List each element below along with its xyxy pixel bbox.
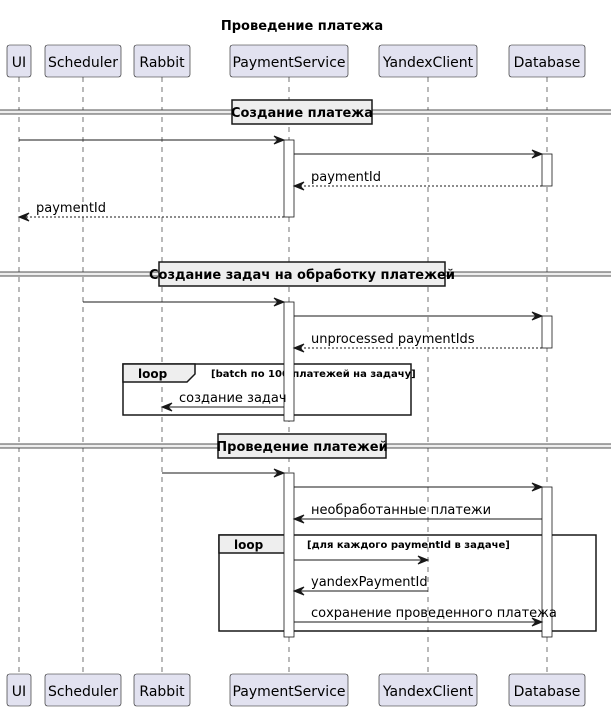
message-label: unprocessed paymentIds xyxy=(311,332,475,347)
messages: paymentId paymentId unprocessed paymentIds… xyxy=(17,135,557,627)
message-arrowhead xyxy=(531,311,544,321)
participant-box-rabbit-top xyxy=(133,44,191,78)
participant-box-scheduler-top xyxy=(44,44,122,78)
message-arrowhead xyxy=(531,617,544,627)
participant-box-payment-top xyxy=(229,44,349,78)
participant-label-db-bottom: Database xyxy=(514,684,581,700)
loop-keyword: loop xyxy=(234,538,264,552)
participant-label-ui-bottom: UI xyxy=(12,684,26,700)
participant-label-db-top: Database xyxy=(514,55,581,71)
message-label: paymentId xyxy=(311,170,381,185)
loop-frame xyxy=(122,363,412,416)
loop-frame xyxy=(218,534,597,632)
section-divider-box xyxy=(231,99,373,125)
message-arrowhead xyxy=(273,468,286,478)
message-label: yandexPaymentId xyxy=(311,575,428,590)
participant-box-ui-top xyxy=(6,44,32,78)
participant-box-db-bottom xyxy=(508,673,586,707)
message-arrowhead xyxy=(292,181,305,191)
diagram-title: Проведение платежа xyxy=(221,19,383,34)
participant-box-yandex-top xyxy=(378,44,478,78)
participant-label-scheduler-top: Scheduler xyxy=(48,55,118,71)
participant-box-scheduler-bottom xyxy=(44,673,122,707)
loop-frames: loop [batch по 100 платежей на задачу] loo… xyxy=(122,363,597,632)
participant-boxes: UIUISchedulerSchedulerRabbitRabbitPaymen… xyxy=(6,44,586,707)
activation-bar-payment xyxy=(283,301,295,422)
participant-box-payment-bottom xyxy=(229,673,349,707)
activation-bar-payment xyxy=(283,472,295,638)
message-label: paymentId xyxy=(36,201,106,216)
section-divider-label: Проведение платежей xyxy=(216,440,387,455)
participant-label-payment-bottom: PaymentService xyxy=(232,684,345,700)
participant-box-rabbit-bottom xyxy=(133,673,191,707)
message-arrowhead xyxy=(292,586,305,596)
message-arrowhead xyxy=(292,514,305,524)
section-divider-label: Создание платежа xyxy=(231,106,373,121)
section-divider-box xyxy=(217,433,387,459)
message-arrowhead xyxy=(417,555,430,565)
message-arrowhead xyxy=(273,297,286,307)
participant-label-rabbit-bottom: Rabbit xyxy=(139,684,185,700)
activation-bars xyxy=(283,139,553,638)
message-label: необработанные платежи xyxy=(311,503,491,518)
message-arrowhead xyxy=(531,482,544,492)
participant-box-db-top xyxy=(508,44,586,78)
message-arrowhead xyxy=(273,135,286,145)
participant-label-rabbit-top: Rabbit xyxy=(139,55,185,71)
loop-keyword: loop xyxy=(138,367,168,381)
loop-guard: [batch по 100 платежей на задачу] xyxy=(211,369,416,380)
participant-label-yandex-bottom: YandexClient xyxy=(382,684,474,700)
loop-guard: [для каждого paymentId в задаче] xyxy=(307,540,510,551)
activation-bar-payment xyxy=(283,139,295,218)
participant-box-yandex-bottom xyxy=(378,673,478,707)
participant-box-ui-bottom xyxy=(6,673,32,707)
activation-bar-db xyxy=(541,315,553,349)
section-divider-box xyxy=(158,261,446,287)
message-arrowhead xyxy=(160,402,173,412)
message-arrowhead xyxy=(17,212,30,222)
participant-label-ui-top: UI xyxy=(12,55,26,71)
participant-label-payment-top: PaymentService xyxy=(232,55,345,71)
message-arrowhead xyxy=(292,343,305,353)
message-label: сохранение проведенного платежа xyxy=(311,606,557,621)
activation-bar-db xyxy=(541,486,553,638)
section-divider-label: Создание задач на обработку платежей xyxy=(149,268,455,283)
message-arrowhead xyxy=(531,149,544,159)
participant-label-yandex-top: YandexClient xyxy=(382,55,474,71)
activation-bar-db xyxy=(541,153,553,187)
loop-tab xyxy=(122,363,196,383)
participant-label-scheduler-bottom: Scheduler xyxy=(48,684,118,700)
message-label: создание задач xyxy=(179,391,287,406)
